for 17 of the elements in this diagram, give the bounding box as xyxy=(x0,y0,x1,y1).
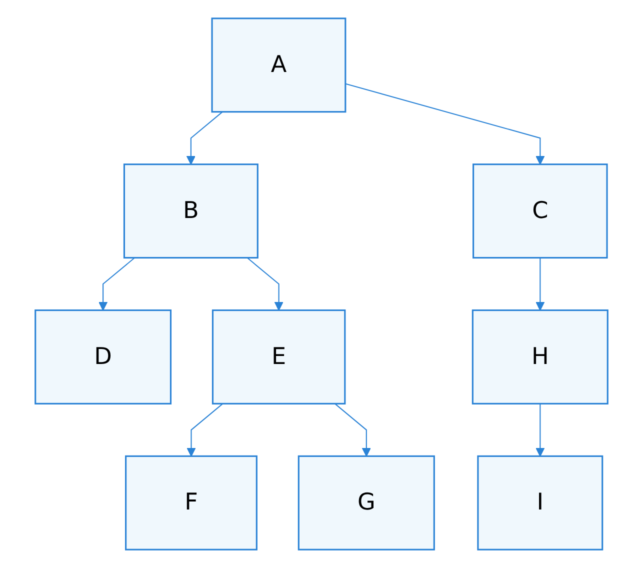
node-box: B xyxy=(123,164,258,259)
node-box: E xyxy=(212,309,346,404)
arrow xyxy=(536,404,545,457)
node-box: A xyxy=(211,18,346,113)
node-box: F xyxy=(125,455,258,550)
node-box: I xyxy=(477,455,604,550)
node-box: C xyxy=(472,164,608,259)
arrow xyxy=(334,403,372,457)
node-box: D xyxy=(34,309,172,404)
arrow xyxy=(186,403,224,457)
arrow xyxy=(246,257,284,311)
arrow xyxy=(186,111,223,165)
arrow xyxy=(345,83,545,165)
node-box: G xyxy=(298,455,435,550)
node-box: H xyxy=(472,309,608,404)
arrow xyxy=(536,258,545,311)
arrow xyxy=(98,257,135,311)
